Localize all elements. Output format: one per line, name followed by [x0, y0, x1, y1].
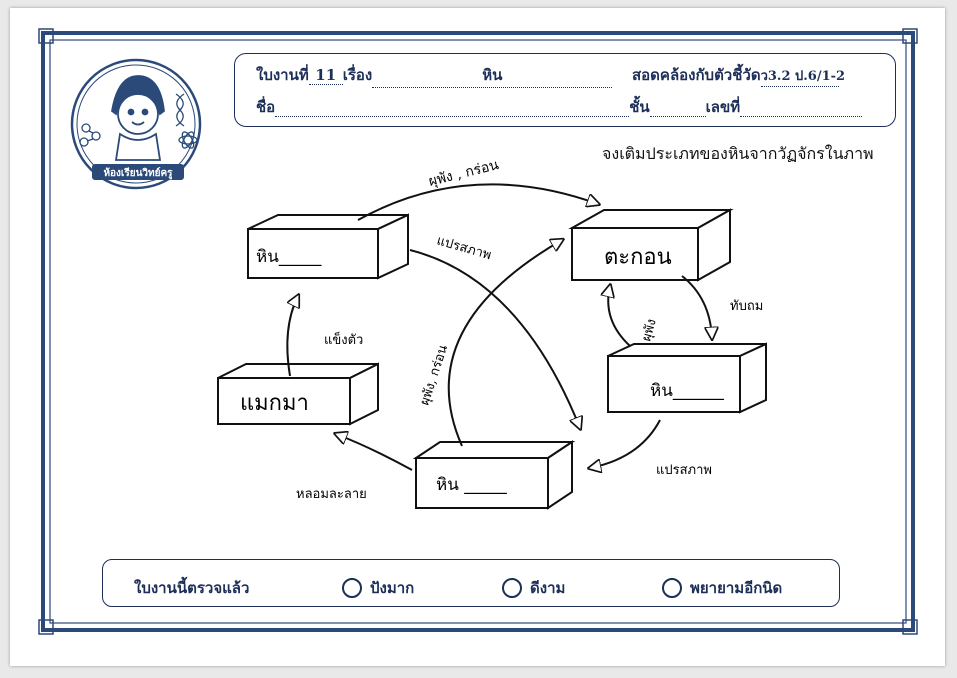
box-rock-top — [247, 213, 409, 280]
label-metamorphism-lower: แปรสภาพ — [656, 463, 712, 478]
number-label: เลขที่ — [705, 98, 741, 116]
header-panel — [234, 53, 896, 127]
indicator-line: สอดคล้องกับตัวชี้วัดว3.2 ป.6/1-2 — [632, 63, 845, 87]
name-field[interactable] — [275, 98, 630, 117]
name-label: ชื่อ — [256, 98, 276, 116]
subject-label: เรื่อง — [342, 66, 373, 84]
radio-great[interactable] — [342, 578, 362, 598]
box-rock-bottom — [412, 440, 576, 510]
instruction-text: จงเติมประเภทของหินจากวัฏจักรในภาพ — [602, 144, 874, 163]
indicator-value: ว3.2 ป.6/1-2 — [760, 69, 846, 84]
label-metamorphism-upper: แปรสภาพ — [435, 233, 493, 263]
worksheet-label: ใบงานที่ — [256, 66, 309, 84]
worksheet-number-line: ใบงานที่ 11 เรื่อง หิน — [256, 63, 613, 88]
arrow-metamorphism-upper — [409, 249, 580, 428]
radio-good[interactable] — [502, 578, 522, 598]
box-rock-right-label: หิน______ — [650, 381, 724, 401]
footer-panel — [102, 559, 840, 607]
checked-label-wrap: ใบงานนี้ตรวจแล้ว — [134, 576, 249, 600]
box-rock-right — [607, 342, 767, 414]
label-compaction: ทับถม — [730, 299, 763, 314]
option-good-label: ดีงาม — [530, 579, 566, 597]
subject-field[interactable]: หิน — [372, 63, 613, 88]
indicator-label: สอดคล้องกับตัวชี้วัด — [632, 66, 761, 84]
box-rock-top-label: หิน_____ — [256, 247, 322, 267]
rock-cycle-diagram: หิน_____ ตะกอน หิน______ แมกมา หิน _____… — [217, 157, 767, 510]
arrow-compaction — [681, 275, 712, 338]
number-field[interactable] — [740, 98, 863, 117]
worksheet-number: 11 — [315, 66, 337, 84]
option-try-harder-label: พยายามอีกนิด — [690, 579, 783, 597]
cartoon-teacher-icon — [111, 75, 165, 161]
arrow-solidify — [286, 296, 298, 377]
checked-label: ใบงานนี้ตรวจแล้ว — [134, 579, 250, 597]
name-line: ชื่อ ชั้น เลขที่ — [256, 95, 863, 119]
option-great-label: ปังมาก — [370, 579, 415, 597]
logo-text: ห้องเรียนวิทย์ครู — [103, 167, 173, 180]
label-weathering-loop: ผุพัง, กร่อน — [418, 343, 452, 407]
box-sediment-label: ตะกอน — [604, 245, 672, 270]
arrow-top — [357, 183, 598, 221]
atom-icon — [178, 131, 198, 149]
box-magma — [217, 362, 379, 426]
page-border — [38, 28, 918, 635]
box-magma-label: แมกมา — [240, 391, 309, 416]
dna-icon — [175, 93, 185, 127]
subject-value: หิน — [482, 66, 503, 84]
indicator-field: ว3.2 ป.6/1-2 — [760, 65, 845, 87]
option-good[interactable]: ดีงาม — [502, 576, 565, 600]
option-try-harder[interactable]: พยายามอีกนิด — [662, 576, 782, 600]
class-field[interactable] — [649, 98, 706, 117]
label-melting: หลอมละลาย — [296, 487, 367, 502]
box-sediment — [568, 208, 734, 282]
arrow-melting — [336, 434, 413, 471]
logo: ห้องเรียนวิทย์ครู — [70, 58, 202, 190]
worksheet-number-field[interactable]: 11 — [308, 66, 343, 85]
class-label: ชั้น — [629, 98, 650, 116]
arrow-metamorphism-lower — [590, 419, 661, 468]
option-great[interactable]: ปังมาก — [342, 576, 414, 600]
label-weathering-right: ผุพัง — [639, 317, 659, 343]
box-rock-bottom-label: หิน _____ — [436, 475, 507, 495]
label-solidify: แข็งตัว — [324, 330, 363, 348]
arrow-weathering-right — [608, 286, 631, 347]
worksheet-page: ใบงานที่ 11 เรื่อง หิน สอดคล้องกับตัวชี้วัด… — [10, 8, 945, 666]
molecule-icon — [79, 123, 101, 147]
radio-try-harder[interactable] — [662, 578, 682, 598]
arrow-loop — [447, 240, 562, 447]
